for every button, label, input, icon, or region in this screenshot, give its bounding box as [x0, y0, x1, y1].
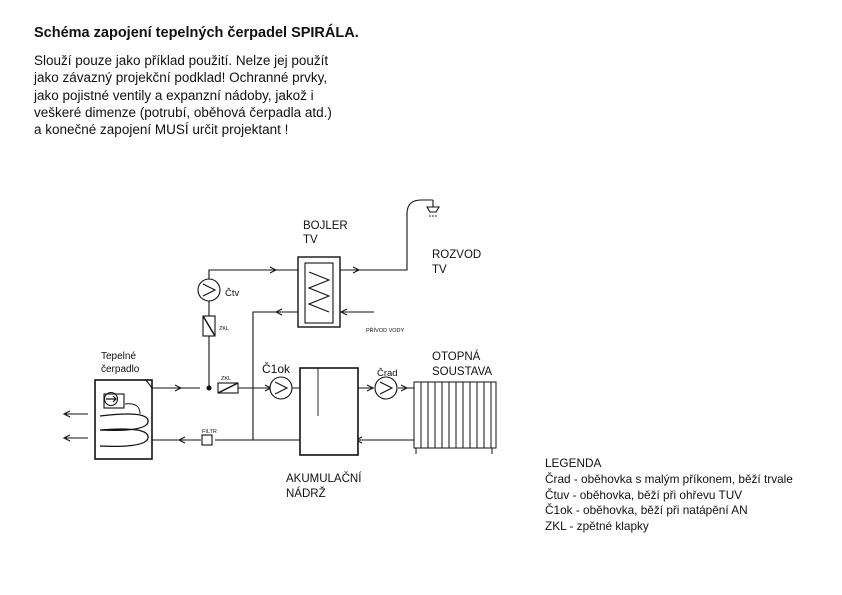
zkl-vertical-label: ZKL [219, 326, 229, 332]
check-valve-vertical [202, 315, 216, 337]
pump-crad [374, 376, 398, 400]
water-inlet-label: PŘÍVOD VODY [366, 326, 405, 334]
boiler [297, 256, 341, 328]
legend-item: ZKL - zpětné klapky [545, 519, 649, 534]
compressor-icon [103, 391, 119, 407]
heat-pump-unit [62, 379, 153, 460]
heating-coil-icon [307, 271, 331, 313]
pump-crad-label: Črad [377, 368, 398, 379]
pump-ctv-label: Čtv [225, 288, 240, 299]
disclaimer-note: Slouží pouze jako příklad použití. Nelze… [34, 52, 332, 138]
filter-icon [201, 434, 213, 446]
legend-item: Črad - oběhovka s malým příkonem, běží t… [545, 471, 793, 486]
evaporator-coil-icon [99, 413, 149, 447]
flow-arrow [400, 384, 409, 392]
pump-c1ok-label: Č1ok [262, 361, 291, 376]
radiator [413, 381, 497, 454]
page-title: Schéma zapojení tepelných čerpadel SPIRÁ… [34, 25, 359, 41]
radiator-label: OTOPNÁ [432, 350, 481, 363]
disclaimer-line: jako pojistné ventily a expanzní nádoby,… [34, 87, 314, 103]
zkl-horizontal-label: ZKL [221, 376, 231, 382]
flow-arrow [174, 384, 183, 392]
flow-arrow [339, 308, 348, 316]
boiler-label: TV [303, 234, 318, 246]
flow-arrow [366, 384, 375, 392]
accumulation-tank [299, 367, 359, 456]
legend: LEGENDA Črad - oběhovka s malým příkonem… [545, 456, 793, 535]
legend-item: Čtuv - oběhovka, běží při ohřevu TUV [545, 487, 743, 502]
flow-arrow [177, 436, 186, 444]
heat-pump-label: čerpadlo [101, 364, 140, 375]
pipe-network [152, 199, 433, 441]
tank-label: NÁDRŽ [286, 487, 326, 500]
shower-head-icon [426, 200, 440, 217]
disclaimer-line: a konečné zapojení MUSÍ určit projektant… [34, 122, 289, 138]
disclaimer-line: jako závazný projekční podklad! Ochranné… [34, 70, 328, 86]
diagram-labels: BOJLER TV ROZVOD TV Tepelné čerpadlo OTO… [101, 220, 492, 500]
legend-item: Č1ok - oběhovka, běží při natápění AN [545, 503, 748, 518]
check-valve-horizontal [206, 382, 239, 394]
pump-ctv [197, 278, 221, 302]
radiator-label: SOUSTAVA [432, 366, 492, 378]
disclaimer-line: veškeré dimenze (potrubí, oběhová čerpad… [34, 104, 332, 120]
pump-c1ok [269, 376, 293, 400]
disclaimer-line: Slouží pouze jako příklad použití. Nelze… [34, 53, 329, 68]
flow-arrow [352, 266, 361, 274]
distribution-label: ROZVOD [432, 249, 481, 261]
filter-label: FILTR [202, 429, 217, 435]
heat-pump-label: Tepelné [101, 351, 136, 362]
distribution-label: TV [432, 264, 447, 276]
tank-label: AKUMULAČNÍ [286, 472, 362, 485]
boiler-label: BOJLER [303, 220, 348, 232]
legend-title: LEGENDA [545, 456, 602, 470]
flow-arrow [274, 308, 283, 316]
flow-arrow [269, 266, 278, 274]
